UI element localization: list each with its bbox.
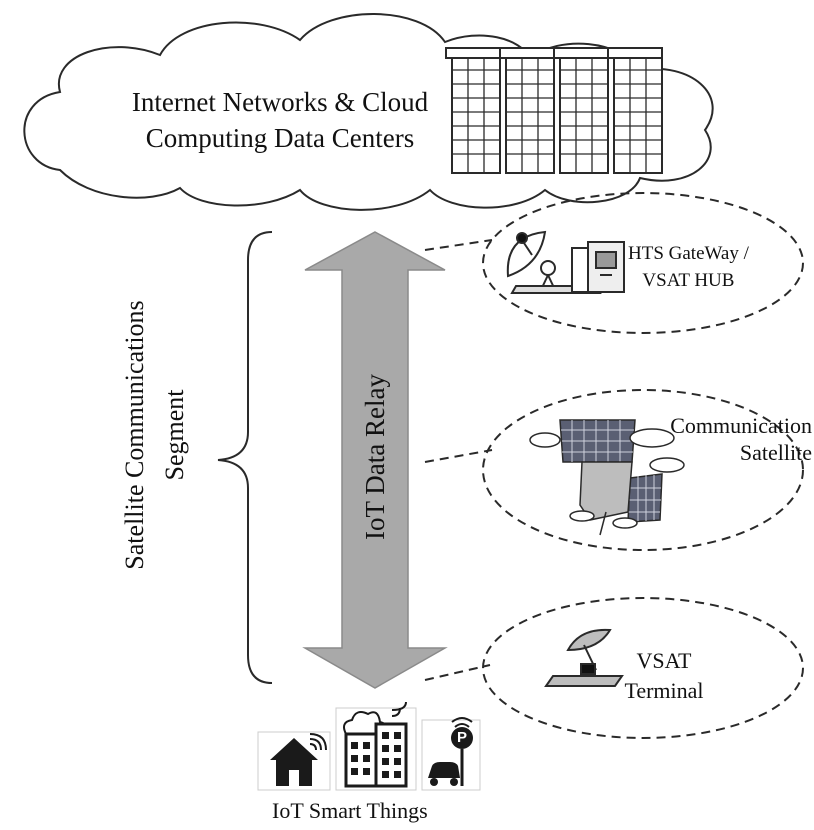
gateway-label: HTS GateWay / VSAT HUB	[628, 240, 749, 294]
callout-ellipses	[424, 192, 804, 739]
relay-label: IoT Data Relay	[360, 374, 390, 540]
gateway-connector	[424, 239, 493, 251]
terminal-label: VSAT Terminal	[614, 646, 714, 706]
smart-parking-icon	[421, 717, 481, 791]
satellite-label-line2: Satellite	[739, 440, 812, 465]
iot-things-label: IoT Smart Things	[272, 798, 428, 823]
cloud-label: Internet Networks & Cloud Computing Data…	[70, 84, 490, 156]
gateway-dish-icon	[506, 230, 625, 294]
parking-p-glyph: P	[456, 729, 467, 746]
segment-label-line2: Segment	[160, 389, 189, 481]
terminal-label-line2: Terminal	[624, 678, 704, 703]
segment-label-line1: Satellite Communications	[120, 300, 149, 570]
satellite-connector	[424, 449, 493, 463]
terminal-ellipse	[482, 597, 804, 739]
terminal-connector	[424, 664, 491, 681]
gateway-ellipse	[482, 192, 804, 334]
segment-label: Satellite Communications Segment	[115, 265, 195, 605]
satellite-ellipse	[482, 389, 804, 551]
segment-brace	[217, 231, 273, 684]
data-center-racks-icon	[445, 47, 663, 174]
gateway-label-line1: HTS GateWay /	[628, 243, 749, 264]
gateway-label-line2: VSAT HUB	[642, 270, 735, 291]
satellite-label-line1: Communication	[670, 413, 812, 438]
cloud-label-line2: Computing Data Centers	[145, 123, 415, 153]
vsat-terminal-icon	[544, 628, 624, 687]
cloud-label-line1: Internet Networks & Cloud	[131, 87, 429, 117]
smart-building-icon	[335, 701, 417, 791]
terminal-label-line1: VSAT	[636, 648, 692, 673]
satellite-icon	[529, 419, 685, 536]
satellite-label: Communication Satellite	[640, 412, 812, 466]
iot-data-relay-arrow	[302, 231, 448, 689]
smart-home-icon	[257, 731, 331, 791]
